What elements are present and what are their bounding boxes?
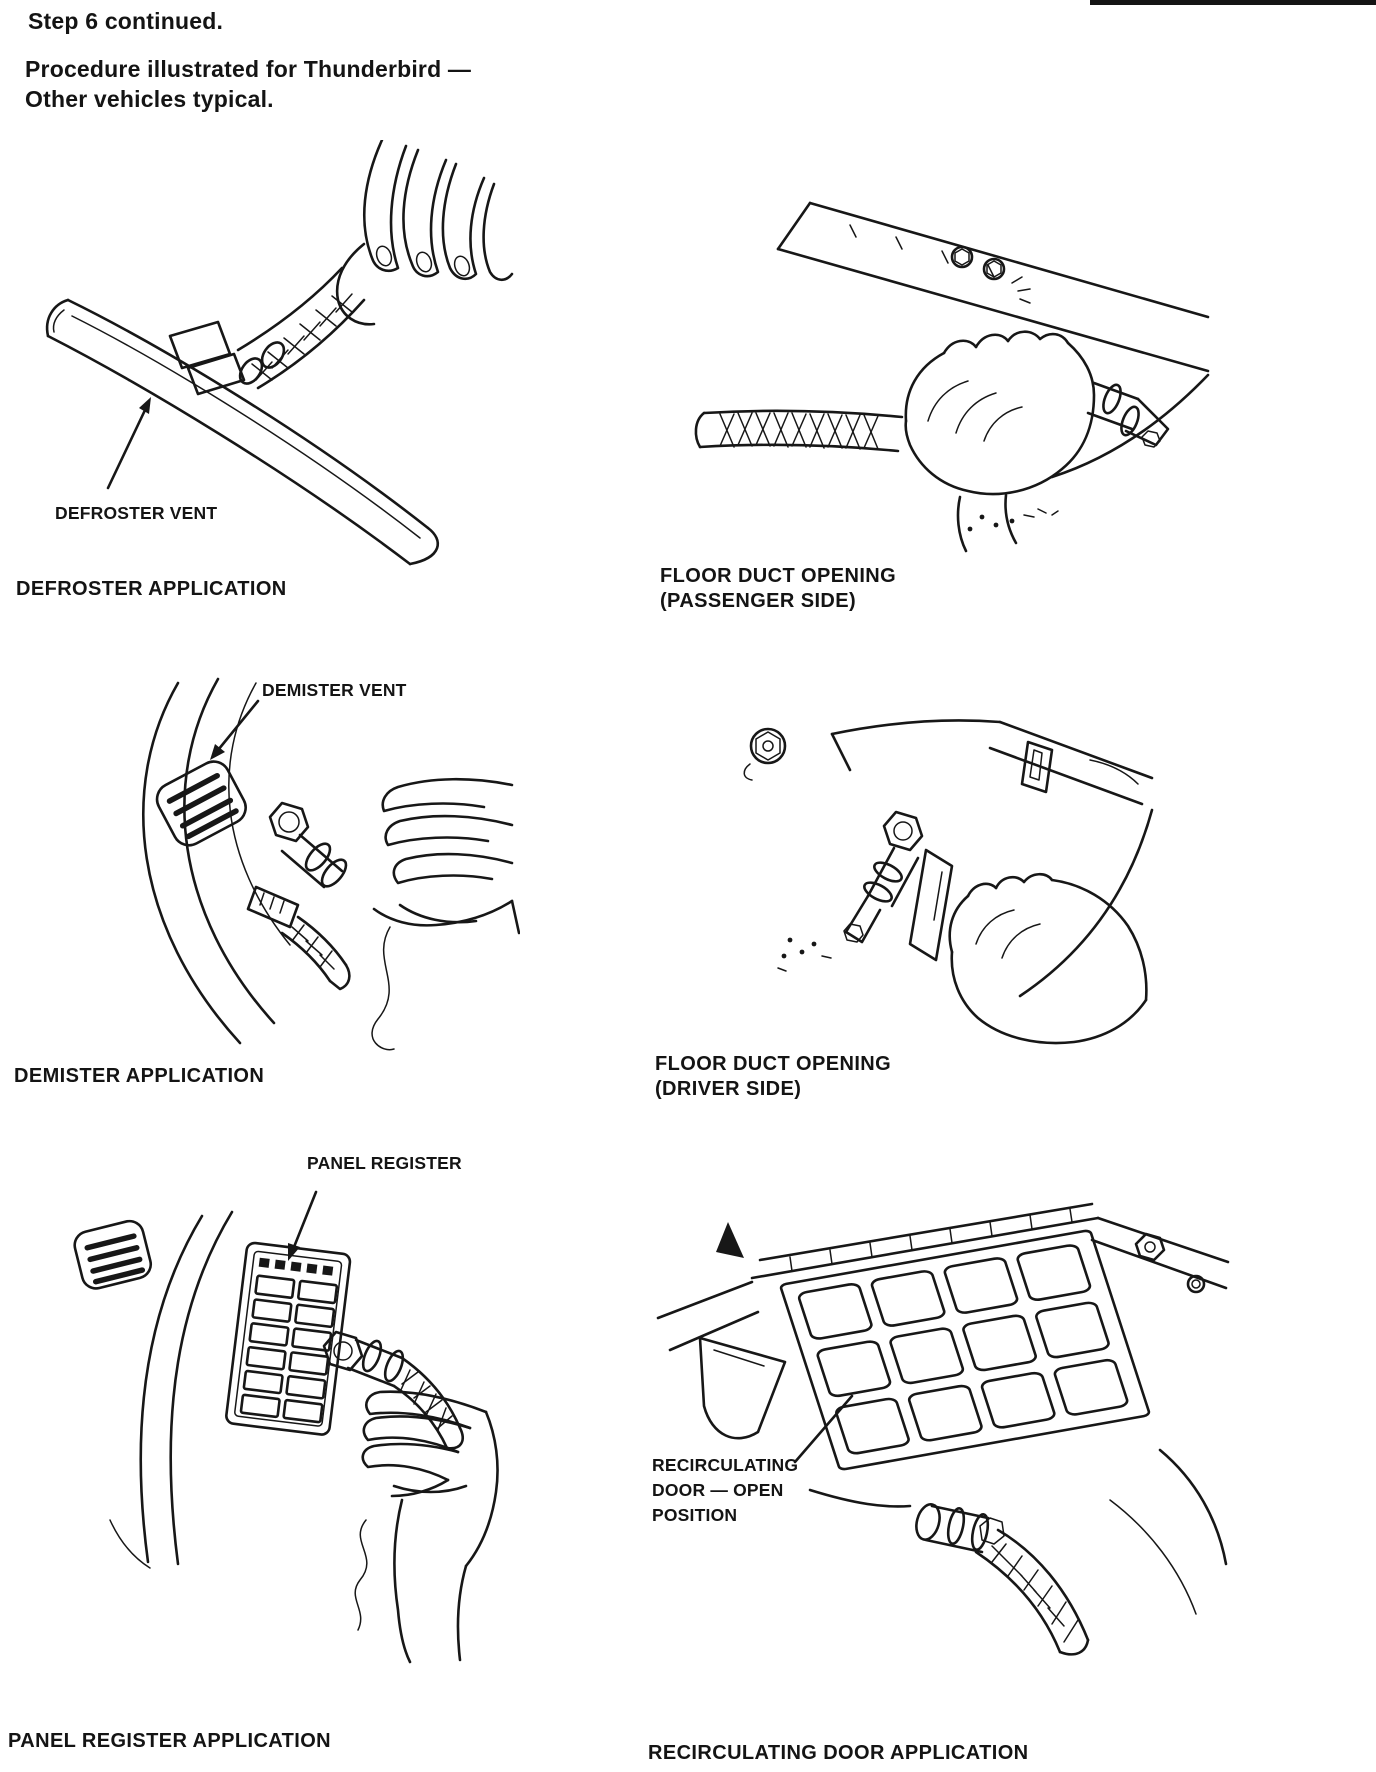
floor-passenger-caption-line1: FLOOR DUCT OPENING [660, 565, 897, 587]
defroster-callout-arrow [106, 397, 151, 490]
side-grille-drawing [73, 1219, 153, 1290]
procedure-note-line1: Procedure illustrated for Thunderbird — [25, 56, 472, 82]
duct-scoop-drawing [698, 1336, 912, 1508]
nozzle-tool-drawing [322, 1330, 464, 1450]
panel-register-drawing [225, 1241, 352, 1436]
defroster-caption: DEFROSTER APPLICATION [16, 578, 287, 600]
dash-panel-drawing [830, 719, 1154, 998]
defroster-illustration [45, 140, 514, 566]
housing-edge-drawing [656, 1202, 1230, 1615]
recirculating-door-callout-line3: POSITION [652, 1505, 738, 1525]
recirculating-door-callout-line2: DOOR — OPEN [652, 1480, 784, 1500]
recirculating-door-illustration [640, 1200, 1230, 1660]
hand-drawing [371, 777, 520, 1051]
nozzle-tool-drawing [843, 810, 954, 962]
step-heading: Step 6 continued. [28, 8, 224, 34]
hose-drawing [236, 266, 366, 390]
demister-callout-arrow [210, 699, 260, 760]
bolt-drawing [743, 727, 787, 781]
floor-driver-caption-line2: (DRIVER SIDE) [655, 1078, 802, 1100]
hand-drawing [335, 140, 514, 326]
defroster-vent-drawing [45, 298, 439, 566]
nozzle-tool-drawing [1086, 381, 1170, 448]
nozzle-tool-drawing [915, 1503, 1090, 1656]
procedure-note-line2: Other vehicles typical. [25, 86, 274, 112]
floor-driver-caption-line1: FLOOR DUCT OPENING [655, 1053, 892, 1075]
floor-passenger-caption-line2: (PASSENGER SIDE) [660, 590, 857, 612]
demister-illustration [141, 677, 520, 1051]
page-edge-scan-mark [1090, 0, 1376, 5]
debris-marks [967, 508, 1059, 532]
panel-register-illustration [73, 1190, 499, 1664]
hose-drawing [694, 409, 904, 453]
defroster-vent-callout: DEFROSTER VENT [55, 503, 218, 523]
pillar-trim-drawing [141, 677, 291, 1045]
debris-marks [777, 937, 832, 972]
panel-register-callout: PANEL REGISTER [307, 1153, 462, 1173]
demister-vent-drawing [155, 760, 247, 847]
panel-register-callout-arrow [288, 1190, 318, 1261]
demister-vent-callout: DEMISTER VENT [262, 680, 407, 700]
panel-register-caption: PANEL REGISTER APPLICATION [8, 1730, 332, 1752]
pillar-trim-drawing [109, 1210, 234, 1569]
recirculating-door-callout-line1: RECIRCULATING [652, 1455, 799, 1475]
clamp-tool-drawing [168, 320, 286, 396]
fist-drawing [904, 330, 1096, 553]
recirculating-door-grid-drawing [780, 1230, 1150, 1470]
floor-duct-driver-illustration [743, 719, 1154, 1045]
demister-caption: DEMISTER APPLICATION [14, 1065, 265, 1087]
recirculating-callout-leader [793, 1394, 854, 1464]
floor-duct-passenger-illustration [694, 201, 1210, 553]
recirculating-door-caption: RECIRCULATING DOOR APPLICATION [648, 1742, 1029, 1764]
nozzle-tool-drawing [246, 801, 351, 991]
dash-panel-drawing [776, 201, 1210, 479]
fist-drawing [948, 872, 1148, 1045]
hand-drawing [354, 1390, 499, 1664]
